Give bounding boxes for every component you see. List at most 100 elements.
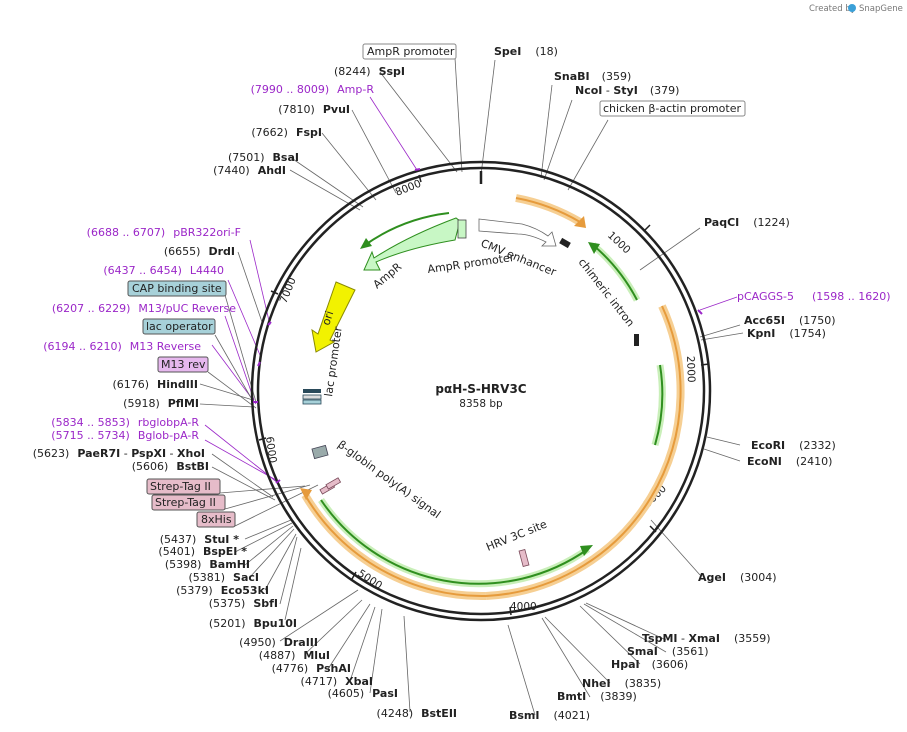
orf-arc-right: [485, 305, 682, 597]
site-paqci[interactable]: PaqCI(1224): [704, 216, 790, 229]
site-hindiii[interactable]: (6176)HindIII: [112, 378, 198, 391]
site-bpu10i[interactable]: (5201)Bpu10I: [209, 617, 297, 630]
box-ampr-promoter-text: AmpR promoter: [367, 45, 455, 58]
orf-arc-top: [515, 197, 581, 223]
leader-lines: [199, 57, 744, 716]
box-8xhis[interactable]: [196, 511, 236, 528]
tick-2000: 2000: [684, 356, 697, 383]
intron-arc: [654, 364, 664, 446]
primer-ticks: [253, 168, 703, 484]
green-arrow-top: [588, 242, 600, 254]
site-hpai[interactable]: HpaI(3606): [611, 658, 688, 671]
box-chicken-actin-text: chicken β-actin promoter: [603, 102, 741, 115]
site-bamhi[interactable]: (5398)BamHI: [165, 558, 250, 571]
label-intron-inner: chimeric intron: [576, 256, 637, 329]
site-bspei[interactable]: (5401)BspEI *: [158, 545, 247, 558]
site-econi[interactable]: EcoNI(2410): [747, 455, 832, 468]
site-pvui[interactable]: (7810)PvuI: [278, 103, 350, 116]
site-pflmi[interactable]: (5918)PflMI: [123, 397, 199, 410]
box-lac-operator[interactable]: [142, 318, 216, 335]
box-8xhis-text: 8xHis: [201, 513, 232, 526]
lac-operator-box: [302, 399, 322, 405]
ampr-feature: [363, 217, 461, 271]
cap-binding-box: [302, 394, 322, 400]
intron-marker: [634, 334, 639, 346]
site-nhei[interactable]: NheI(3835): [582, 677, 661, 690]
box-cap-binding-text: CAP binding site: [132, 282, 222, 295]
brand-text: SnapGene: [859, 4, 903, 14]
site-bsteii[interactable]: (4248)BstEII: [377, 707, 457, 720]
site-ncoi-styi[interactable]: NcoI - StyI(379): [575, 84, 679, 97]
site-pshai[interactable]: (4776)PshAI: [272, 662, 351, 675]
orf-arc-top-bg: [515, 194, 583, 226]
box-strep-tag-2-text: Strep-Tag II: [155, 496, 216, 509]
tick-6000: 6000: [263, 436, 279, 464]
site-bstbi[interactable]: (5606)BstBI: [132, 460, 209, 473]
site-draiii[interactable]: (4950)DraIII: [239, 636, 318, 649]
credit-text: Created by: [809, 4, 856, 14]
strep-tag-2-feature: [325, 477, 342, 490]
site-ahdi[interactable]: (7440)AhdI: [213, 164, 286, 177]
globin-feature-box: [311, 444, 329, 460]
snapgene-logo-icon: [848, 4, 856, 12]
primer-l4440[interactable]: (6437 .. 6454)L4440: [103, 264, 224, 277]
box-leader-lines: [207, 294, 319, 527]
scale-ticks: [258, 174, 710, 616]
promoter-marker: [559, 237, 571, 249]
site-sspi[interactable]: (8244)SspI: [334, 65, 405, 78]
site-pasi[interactable]: (4605)PasI: [328, 687, 398, 700]
box-lac-operator-text: lac operator: [146, 320, 213, 333]
hrv-arrow: [580, 545, 593, 556]
box-m13-rev-text: M13 rev: [161, 358, 206, 371]
site-tspmi-xmai[interactable]: TspMI - XmaI(3559): [642, 632, 771, 645]
label-ori-inner: ori: [319, 309, 336, 327]
site-spei[interactable]: SpeI(18): [494, 45, 558, 58]
primer-pbr322ori-f[interactable]: (6688 .. 6707)pBR322ori-F: [87, 226, 241, 239]
site-bmti[interactable]: BmtI(3839): [557, 690, 637, 703]
box-strep-tag-1[interactable]: [146, 478, 221, 495]
plasmid-name: pαH-S-HRV3C: [435, 382, 526, 396]
backbone-inner: [256, 166, 706, 616]
tick-8000: 8000: [394, 178, 423, 199]
primer-ampr[interactable]: (7990 .. 8009)Amp-R: [251, 83, 375, 96]
ampr-promoter-feature: [457, 219, 467, 239]
site-mlui[interactable]: (4887)MluI: [259, 649, 330, 662]
plasmid-size: 8358 bp: [459, 398, 503, 410]
site-saci[interactable]: (5381)SacI: [188, 571, 259, 584]
site-stui[interactable]: (5437)StuI *: [160, 533, 240, 546]
site-kpni[interactable]: KpnI(1754): [747, 327, 826, 340]
orf-arrow-top: [574, 216, 586, 228]
site-ecori[interactable]: EcoRI(2332): [751, 439, 836, 452]
site-drdi[interactable]: (6655)DrdI: [164, 245, 235, 258]
site-fspi[interactable]: (7662)FspI: [251, 126, 322, 139]
site-snabi[interactable]: SnaBI(359): [554, 70, 631, 83]
primer-m13-reverse[interactable]: (6194 .. 6210)M13 Reverse: [43, 340, 201, 353]
site-sbfi[interactable]: (5375)SbfI: [209, 597, 278, 610]
tick-1000: 1000: [605, 229, 633, 256]
ampr-outer-arrow: [360, 238, 372, 249]
site-smai[interactable]: SmaI(3561): [627, 645, 708, 658]
site-acc65i[interactable]: Acc65I(1750): [744, 314, 836, 327]
primer-bglob-pa-r[interactable]: (5715 .. 5734)Bglob-pA-R: [51, 429, 199, 442]
box-cap-binding[interactable]: [127, 280, 227, 297]
site-eco53ki[interactable]: (5379)Eco53kI: [176, 584, 269, 597]
site-bsai[interactable]: (7501)BsaI: [228, 151, 299, 164]
box-m13-rev[interactable]: [157, 356, 209, 373]
cmv-enhancer-feature: [478, 218, 557, 247]
primer-rbglobpa-r[interactable]: (5834 .. 5853)rbglobpA-R: [51, 416, 199, 429]
site-xbai[interactable]: (4717)XbaI: [301, 675, 373, 688]
box-chicken-actin[interactable]: [599, 100, 746, 117]
site-agei[interactable]: AgeI(3004): [698, 571, 777, 584]
site-bsmi[interactable]: BsmI(4021): [509, 709, 590, 722]
site-paer7i[interactable]: (5623)PaeR7I - PspXI - XhoI: [33, 447, 205, 460]
box-ampr-promoter[interactable]: [362, 43, 457, 60]
box-strep-tag-2[interactable]: [151, 494, 226, 511]
ori-feature: [311, 281, 356, 353]
tick-4000: 4000: [510, 601, 537, 613]
primer-m13-puc-reverse[interactable]: (6207 .. 6229)M13/pUC Reverse: [52, 302, 236, 315]
box-strep-tag-1-text: Strep-Tag II: [150, 480, 211, 493]
primer-pcaggs[interactable]: pCAGGS-5(1598 .. 1620): [737, 290, 891, 303]
hrv-arc: [320, 499, 589, 585]
